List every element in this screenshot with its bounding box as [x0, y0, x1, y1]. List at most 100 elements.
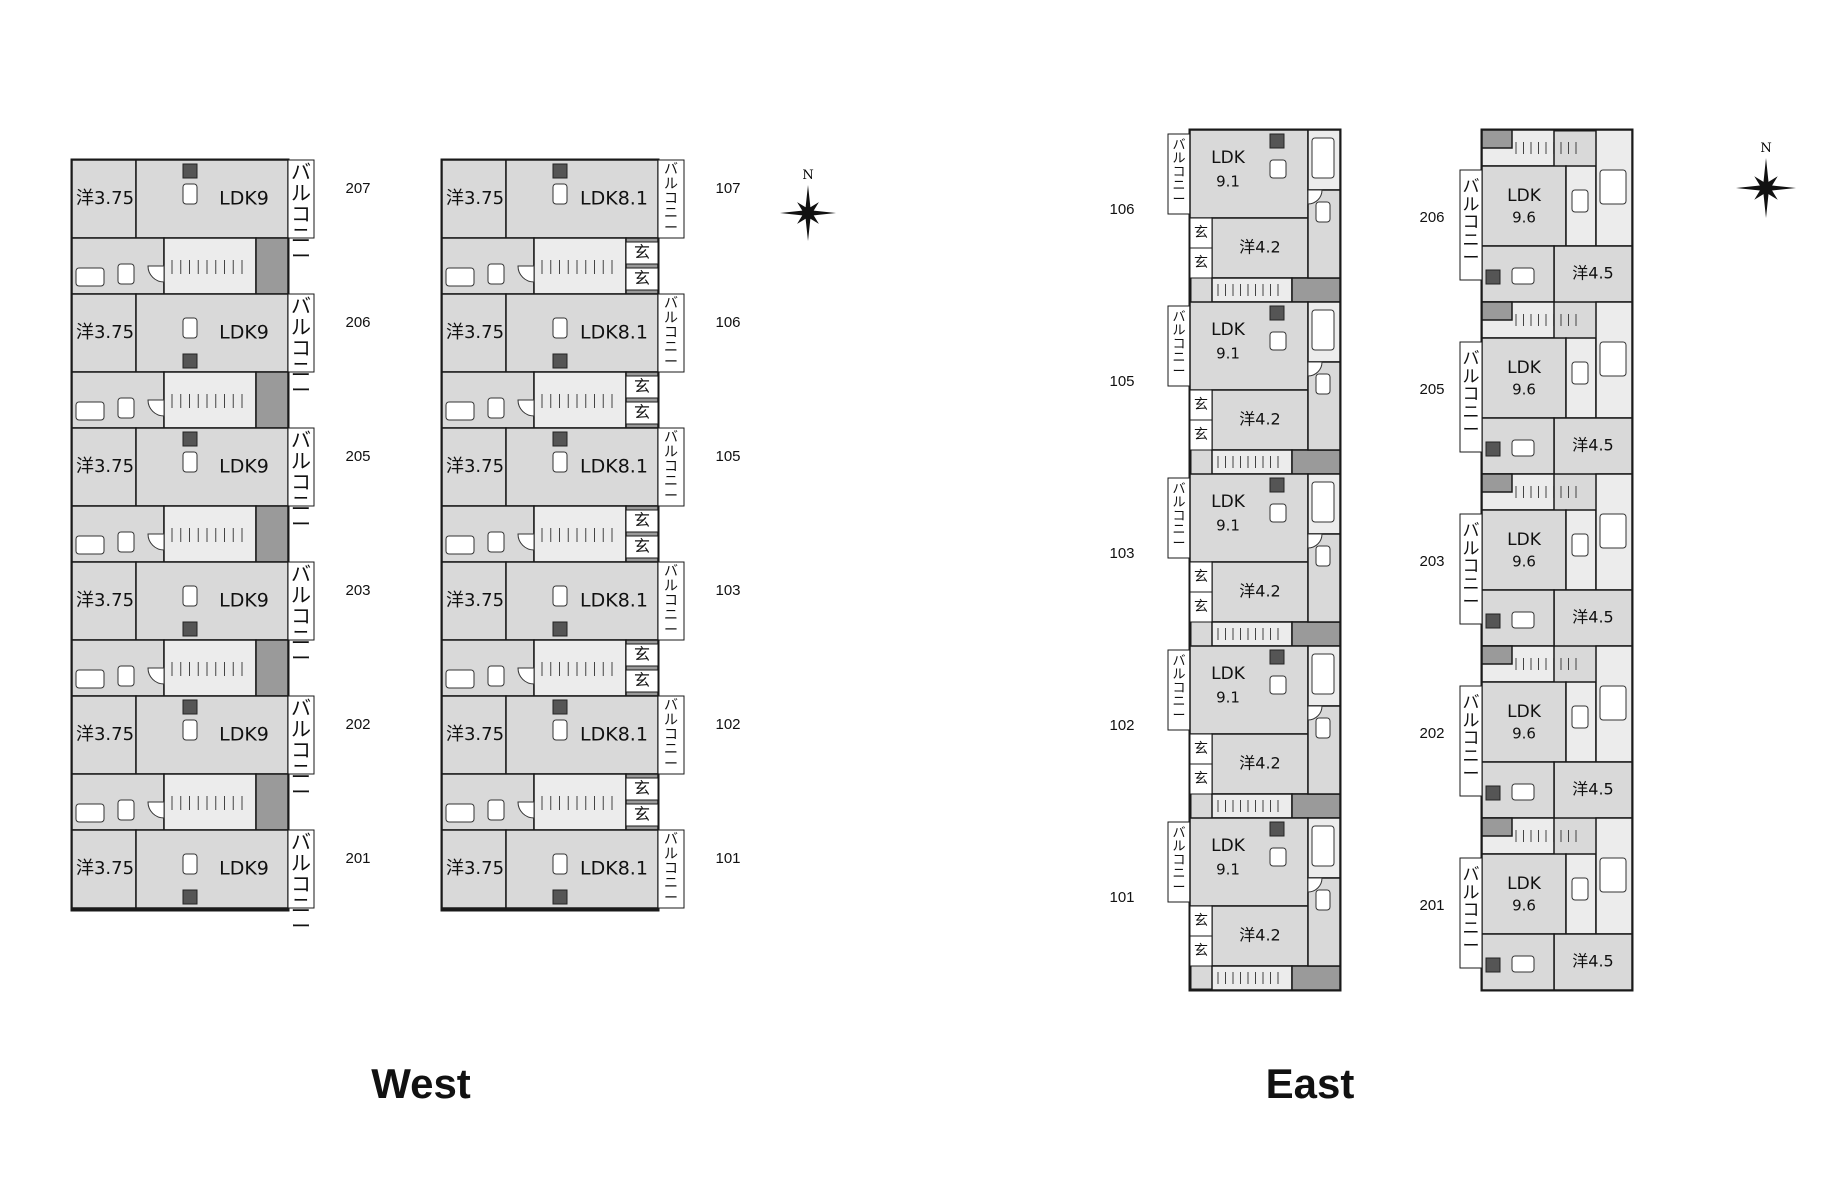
door-swing [1307, 877, 1323, 893]
door-swing [517, 667, 535, 685]
sink-icon [182, 585, 198, 607]
toilet-icon [1571, 877, 1589, 901]
bathtub-icon [1599, 857, 1627, 893]
stair-landing [255, 237, 289, 295]
ldk-room [135, 829, 289, 909]
unit-number: 102 [1109, 717, 1134, 734]
balcony-char: コ [1172, 853, 1185, 868]
east-caption: East [1265, 1060, 1355, 1107]
unit-number: 202 [1419, 725, 1444, 742]
room-size-label: 洋3.75 [76, 188, 134, 209]
balcony-char: コ [1463, 385, 1480, 405]
balcony-char: ー [1463, 936, 1480, 956]
sink-icon [552, 853, 568, 875]
western-room [71, 159, 137, 239]
room-size-label: 洋3.75 [76, 322, 134, 343]
balcony-char: バ [664, 698, 678, 714]
balcony-char: コ [1172, 165, 1185, 180]
balcony-char: ル [1463, 367, 1480, 387]
balcony-char: ニ [664, 206, 678, 222]
balcony-char: ニ [291, 893, 311, 917]
entrance-label: 玄 [1194, 740, 1208, 757]
ldk-size-label: 9.1 [1216, 861, 1240, 879]
balcony-char: ー [664, 354, 678, 370]
stairs [171, 260, 243, 274]
balcony-char: ー [1463, 764, 1480, 784]
ldk-room [1189, 645, 1309, 735]
balcony-char: コ [1172, 509, 1185, 524]
stair-landing [1291, 449, 1341, 475]
room-size-label: 洋3.75 [76, 456, 134, 477]
ldk-label: LDK9 [219, 322, 269, 344]
toilet-icon [117, 531, 135, 553]
ldk-label: LDK8.1 [580, 590, 648, 612]
unit-number: 203 [345, 582, 370, 599]
balcony-char: コ [291, 470, 311, 494]
sink-icon [1269, 675, 1287, 695]
balcony-char: コ [1172, 681, 1185, 696]
room-size-label: 洋3.75 [446, 188, 504, 209]
balcony-char: ル [1463, 883, 1480, 903]
balcony-char: ル [291, 449, 311, 473]
door-swing [517, 533, 535, 551]
bathtub-icon [1311, 137, 1335, 179]
balcony-char: ー [1172, 536, 1185, 551]
sink-icon [1269, 159, 1287, 179]
balcony-char: コ [664, 325, 678, 341]
ldk-size-label: 9.6 [1512, 381, 1536, 399]
stove-icon [182, 353, 198, 369]
room-size-label: 洋4.5 [1572, 780, 1613, 799]
stair-area [1211, 793, 1293, 819]
balcony-char: ー [291, 914, 311, 938]
stair-area [1211, 449, 1293, 475]
toilet-icon [1315, 717, 1331, 739]
stair-landing [255, 773, 289, 831]
unit-number: 207 [345, 180, 370, 197]
stove-icon [552, 621, 568, 637]
bathtub-icon [1599, 685, 1627, 721]
entrance-box [1189, 419, 1213, 451]
stove-icon [182, 889, 198, 905]
western-room [441, 427, 507, 507]
balcony-char: ニ [664, 742, 678, 758]
room-size-label: 洋4.5 [1572, 264, 1613, 283]
balcony-char: コ [1463, 901, 1480, 921]
balcony-char: ニ [291, 759, 311, 783]
balcony-char: バ [1172, 138, 1185, 153]
western-room [1553, 933, 1633, 991]
ldk-size-label: 9.6 [1512, 209, 1536, 227]
ldk-room [505, 293, 659, 373]
balcony-char: コ [291, 872, 311, 896]
room-size-label: 洋3.75 [76, 590, 134, 611]
stair-area [1211, 965, 1293, 991]
unit-number: 102 [715, 716, 740, 733]
western-room [1553, 417, 1633, 475]
compass-star [780, 185, 836, 241]
ldk-room [505, 695, 659, 775]
stove-icon [1485, 613, 1501, 629]
room-size-label: 洋4.2 [1239, 926, 1280, 945]
bathtub-icon [445, 401, 475, 421]
balcony-char: ニ [1172, 351, 1185, 366]
entrance-label: 玄 [1194, 426, 1208, 443]
stove-icon [1269, 649, 1285, 665]
entrance-box [1189, 247, 1213, 279]
ldk-size-label: 9.6 [1512, 725, 1536, 743]
bathtub-icon [1599, 513, 1627, 549]
stove-icon [1269, 305, 1285, 321]
compass-west: N [780, 168, 836, 241]
balcony-char: コ [664, 593, 678, 609]
unit-number: 201 [1419, 897, 1444, 914]
balcony-char: ニ [1463, 575, 1480, 595]
balcony [1459, 513, 1483, 625]
western-room [1211, 733, 1309, 795]
unit-number: 106 [715, 314, 740, 331]
stair-area [533, 371, 627, 429]
western-room [441, 561, 507, 641]
room-size-label: 洋4.2 [1239, 410, 1280, 429]
stair-area [533, 773, 627, 831]
